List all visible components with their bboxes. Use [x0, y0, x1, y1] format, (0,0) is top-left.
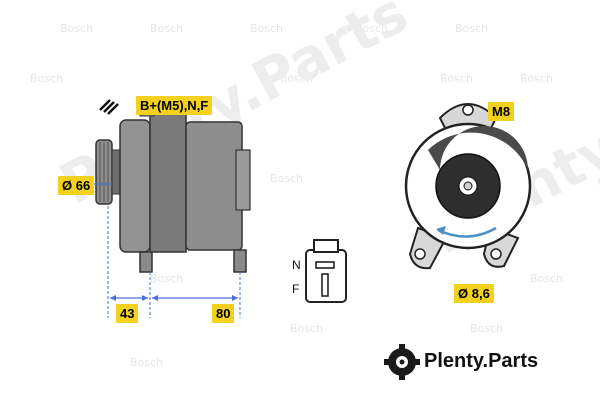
stator — [149, 111, 187, 253]
dimension-80-label: 80 — [212, 304, 235, 323]
watermark-brand: Bosch — [530, 272, 564, 285]
dimension-43-label: 43 — [116, 304, 139, 323]
watermark-brand: Bosch — [280, 72, 314, 85]
dimension-lines — [107, 206, 241, 318]
hole-diameter-label: Ø 8,6 — [454, 284, 494, 303]
pin-n — [315, 261, 335, 269]
alternator-side-view — [92, 103, 251, 273]
watermark-brand: Bosch — [150, 22, 184, 35]
mount-foot-rear — [233, 249, 247, 273]
plenty-logo-icon — [384, 344, 420, 380]
pulley-diameter-label: Ø 66 — [58, 176, 95, 195]
pin-f-label: F — [292, 282, 300, 296]
pin-f — [321, 273, 329, 297]
watermark-brand: Bosch — [355, 22, 389, 35]
watermark-brand: Bosch — [150, 272, 184, 285]
alternator-rear-view — [404, 103, 532, 270]
watermark-brand: Bosch — [290, 322, 324, 335]
mount-bolt-label: M8 — [488, 102, 515, 121]
watermark-brand: Bosch — [30, 72, 64, 85]
watermark-brand: Bosch — [60, 22, 94, 35]
watermark-brand: Bosch — [270, 172, 304, 185]
pin-n-label: N — [292, 258, 301, 272]
housing-shade — [428, 126, 528, 170]
watermark-brand: Bosch — [520, 72, 554, 85]
watermark-brand: Bosch — [440, 72, 474, 85]
mount-foot-front — [139, 251, 153, 273]
rear-housing — [185, 121, 243, 251]
plenty-logo-text: Plenty.Parts — [424, 350, 539, 372]
watermark-brand: Bosch — [455, 22, 489, 35]
front-housing — [119, 119, 151, 253]
connection-label: B+(M5),N,F — [136, 96, 213, 115]
connector-plug — [305, 239, 347, 303]
watermark-brand: Bosch — [470, 322, 504, 335]
hatch-icon — [99, 99, 119, 115]
watermark-brand: Bosch — [130, 356, 164, 369]
rear-cover — [235, 149, 251, 211]
watermark-brand: Bosch — [250, 22, 284, 35]
